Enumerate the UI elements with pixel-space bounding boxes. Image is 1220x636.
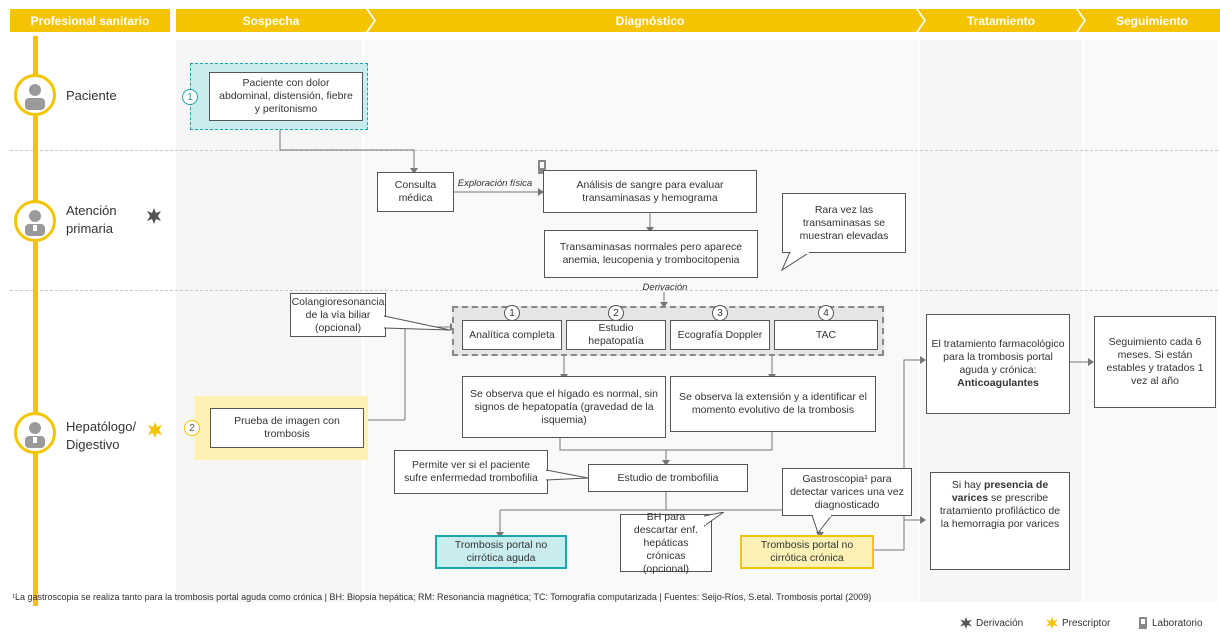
row-separator [10,150,1218,151]
step-number: 2 [184,420,200,436]
row-separator [10,290,1218,291]
liver-normal-box: Se observa que el hígado es normal, sin … [462,376,666,438]
header-arrow-bar [176,9,1220,32]
thrombophilia-study-box: Estudio de trombofilia [588,464,748,492]
header-followup: Seguimiento [1115,13,1188,28]
lab-flask-icon [538,160,546,174]
cholangio-callout: Colangioresonancia de la vía biliar (opc… [290,293,386,337]
test-number: 2 [608,305,624,321]
test-ecografia-box: Ecografía Doppler [670,320,770,350]
imaging-thrombosis-text: Prueba de imagen con trombosis [210,408,364,448]
chronic-thrombosis-box: Trombosis portal no cirrótica crónica [740,535,874,569]
role-hepatologist: Hepatólogo/ Digestivo [66,418,136,454]
referral-legend-icon [960,617,972,629]
test-number: 4 [818,305,834,321]
lab-legend-icon [1139,617,1147,629]
physical-exam-label: Exploración física [457,178,533,189]
varices-text-post: se prescribe tratamiento profiláctico de… [939,492,1061,530]
patient-avatar [14,74,56,116]
role-hepatologist-line2: Digestivo [66,437,120,452]
patient-symptoms-box: Paciente con dolor abdominal, distensión… [190,63,368,130]
legend-lab-label: Laboratorio [1152,617,1203,629]
legend-prescriber: Prescriptor [1046,617,1110,629]
role-primary-care-line2: primaria [66,221,113,236]
imaging-thrombosis-group: Prueba de imagen con trombosis [194,396,368,460]
treatment-text: El tratamiento farmacológico para la tro… [931,338,1065,376]
normal-transaminases-box: Transaminasas normales pero aparece anem… [544,230,758,278]
consultation-box: Consulta médica [377,172,454,212]
prescriber-legend-icon [1046,617,1058,629]
varices-text-pre: Si hay [951,479,982,491]
header-diagnosis: Diagnóstico [615,13,685,28]
extension-box: Se observa la extensión y a identificar … [670,376,876,432]
header-professional: Profesional sanitario [10,9,170,32]
test-number: 3 [712,305,728,321]
test-hepatopatia-box: Estudio hepatopatía [566,320,666,350]
role-primary-care-line1: Atención [66,203,117,218]
varices-text-bold: presencia de varices [951,479,1049,504]
header-suspicion: Sospecha [242,13,300,28]
callout-tail [811,515,833,535]
referral-star-icon [147,208,161,224]
doctor-avatar [14,200,56,242]
timeline-line [33,36,38,606]
blood-test-box: Análisis de sangre para evaluar transami… [543,170,757,213]
prescriber-icon [148,422,162,438]
patient-symptoms-text: Paciente con dolor abdominal, distensión… [209,72,363,121]
referral-label: Derivación [642,282,688,293]
step-number: 1 [182,89,198,105]
varices-box: Si hay presencia de varices se prescribe… [930,472,1070,570]
role-primary-care: Atención primaria [66,202,117,238]
callout-tail [780,252,811,272]
footnote: ¹La gastroscopia se realiza tanto para l… [12,592,872,602]
role-hepatologist-line1: Hepatólogo/ [66,419,137,434]
legend-referral: Derivación [960,617,1023,629]
acute-thrombosis-box: Trombosis portal no cirrótica aguda [435,535,567,569]
gastroscopy-callout: Gastroscopia¹ para detectar varices una … [782,468,912,516]
bh-callout: BH para descartar enf. hepáticas crónica… [620,511,712,575]
callout-tail [546,469,589,481]
legend-prescriber-label: Prescriptor [1062,617,1111,629]
legend-lab: Laboratorio [1138,617,1203,629]
followup-box: Seguimiento cada 6 meses. Si están estab… [1094,316,1216,408]
role-patient: Paciente [66,88,117,103]
callout-tail [384,315,451,331]
test-tac-box: TAC [774,320,878,350]
treatment-anticoagulants: Anticoagulantes [957,377,1039,389]
header-treatment: Tratamiento [966,13,1035,28]
treatment-box: El tratamiento farmacológico para la tro… [926,314,1070,414]
test-analitica-box: Analítica completa [462,320,562,350]
rarely-elevated-callout: Rara vez las transaminasas se muestran e… [782,193,906,253]
legend-referral-label: Derivación [976,617,1024,629]
callout-tail [704,512,725,527]
thrombophilia-callout: Permite ver si el paciente sufre enferme… [394,450,548,494]
specialist-avatar [14,412,56,454]
test-number: 1 [504,305,520,321]
